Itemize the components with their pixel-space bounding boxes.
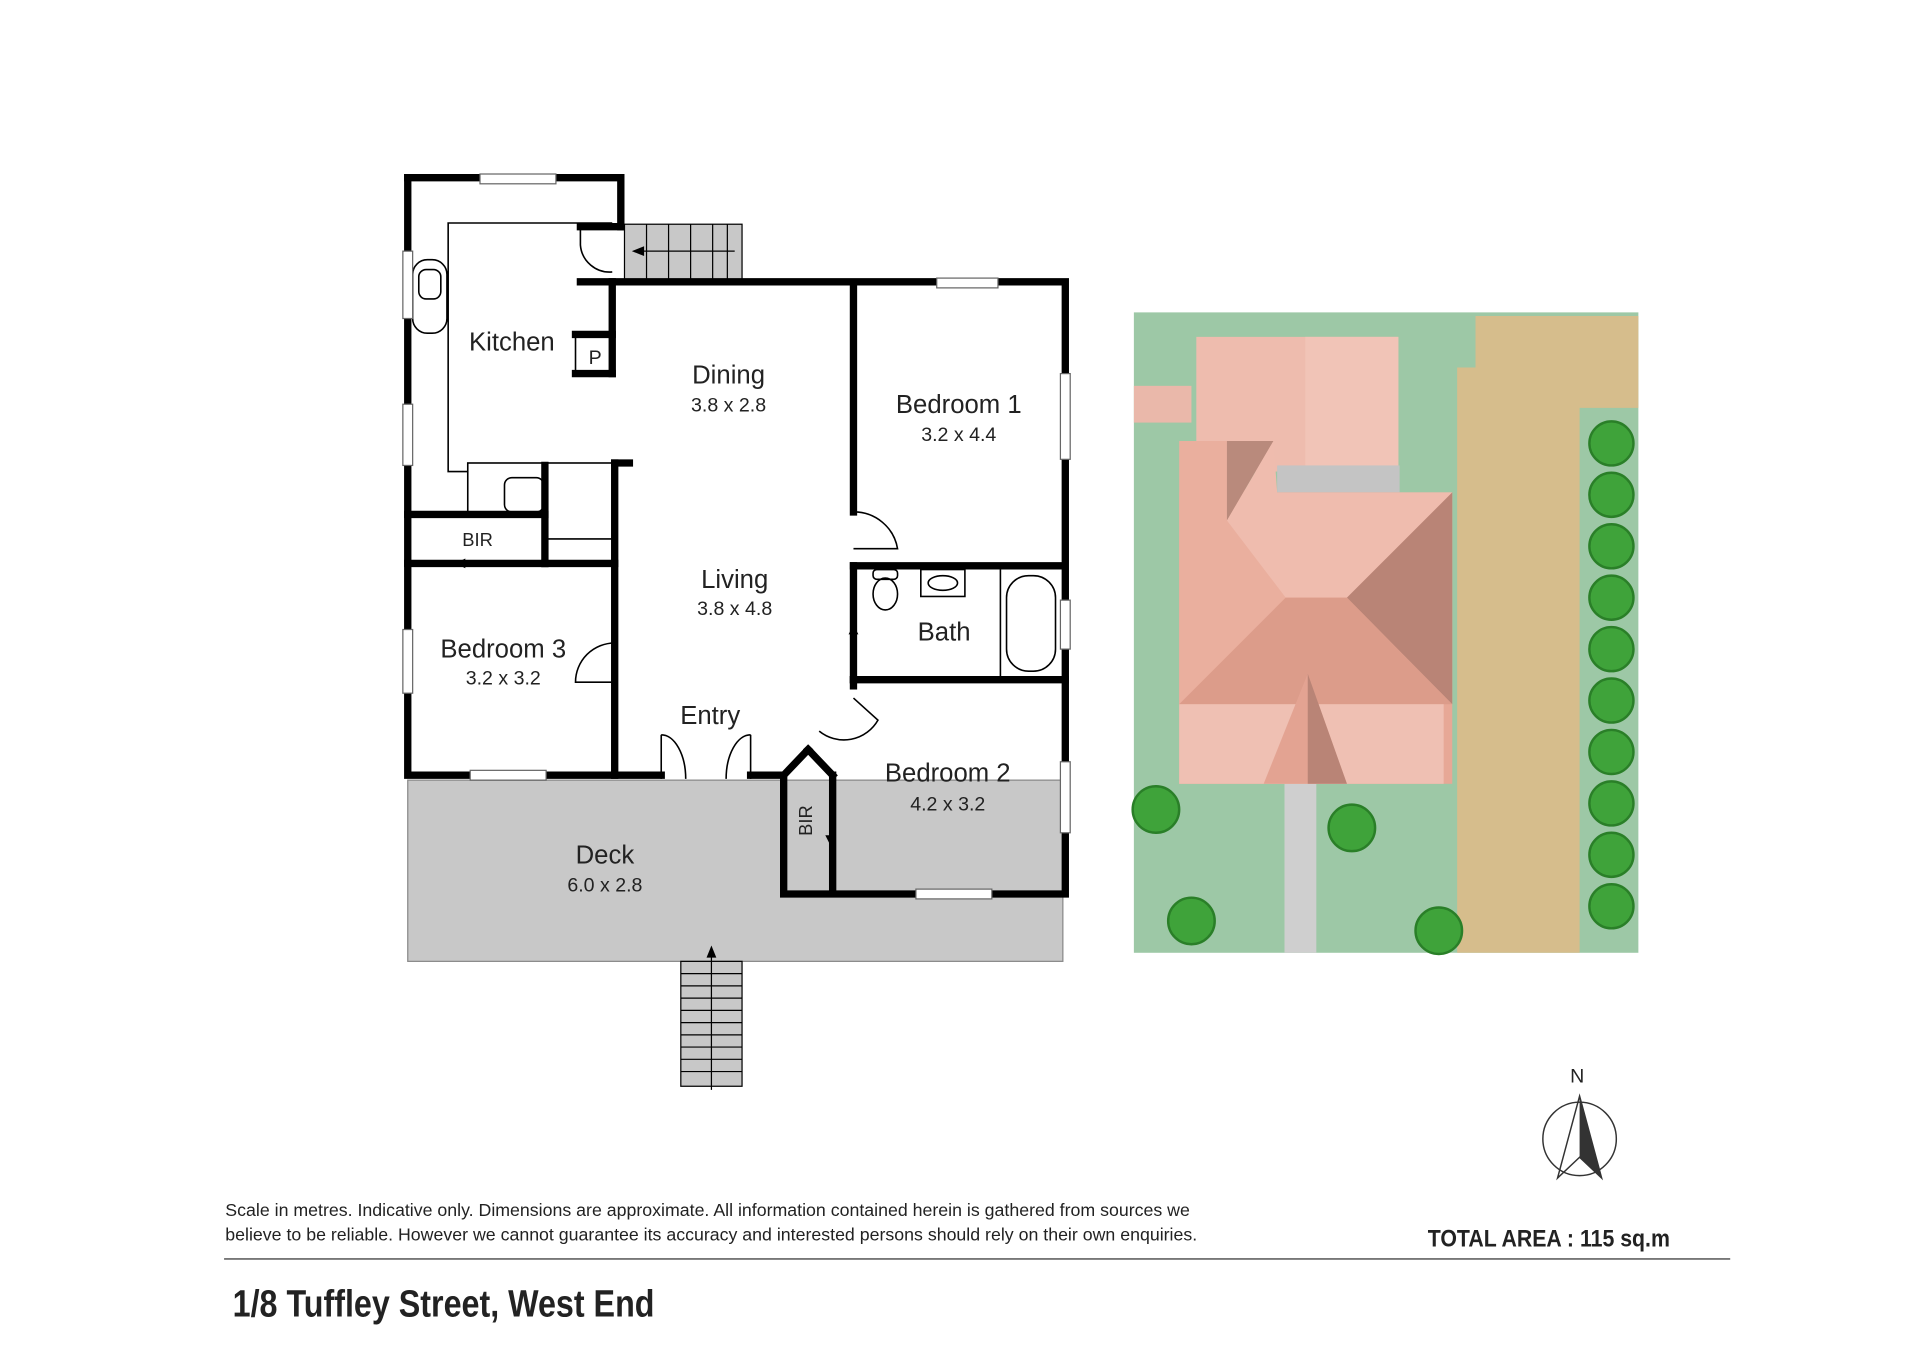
- living-size: 3.8 x 4.8: [697, 598, 772, 620]
- compass-north-label: N: [1570, 1066, 1584, 1088]
- dining-size: 3.8 x 2.8: [691, 395, 766, 417]
- deck-area: [407, 779, 1064, 962]
- disclaimer-line1: Scale in metres. Indicative only. Dimens…: [225, 1200, 1190, 1220]
- bir1-label: BIR: [462, 529, 493, 550]
- bedroom2-label: Bedroom 2: [885, 759, 1011, 787]
- deck-label: Deck: [576, 841, 635, 869]
- entry-label: Entry: [680, 702, 740, 730]
- site-plan: [1133, 312, 1639, 953]
- total-area: TOTAL AREA : 115 sq.m: [1428, 1224, 1670, 1252]
- dining-label: Dining: [692, 361, 765, 389]
- deck-size: 6.0 x 2.8: [567, 875, 642, 897]
- bedroom2-size: 4.2 x 3.2: [910, 794, 985, 816]
- bath-label: Bath: [918, 619, 971, 647]
- bedroom1-label: Bedroom 1: [896, 391, 1022, 419]
- doors: [416, 226, 899, 843]
- bedroom3-size: 3.2 x 3.2: [466, 668, 541, 690]
- living-label: Living: [701, 566, 768, 594]
- front-stairs: [680, 945, 743, 1090]
- rear-stairs: [623, 223, 743, 280]
- disclaimer-line2: believe to be reliable. However we canno…: [225, 1225, 1197, 1245]
- pantry-label: P: [589, 347, 602, 369]
- trees: [1131, 420, 1635, 956]
- kitchen-label: Kitchen: [469, 328, 555, 356]
- bedroom1-size: 3.2 x 4.4: [921, 424, 996, 446]
- bedroom3-label: Bedroom 3: [440, 636, 566, 664]
- bir2-label: BIR: [795, 805, 816, 836]
- north-compass-icon: [1542, 1093, 1618, 1181]
- windows: [402, 173, 1071, 900]
- property-address: 1/8 Tuffley Street, West End: [233, 1283, 655, 1325]
